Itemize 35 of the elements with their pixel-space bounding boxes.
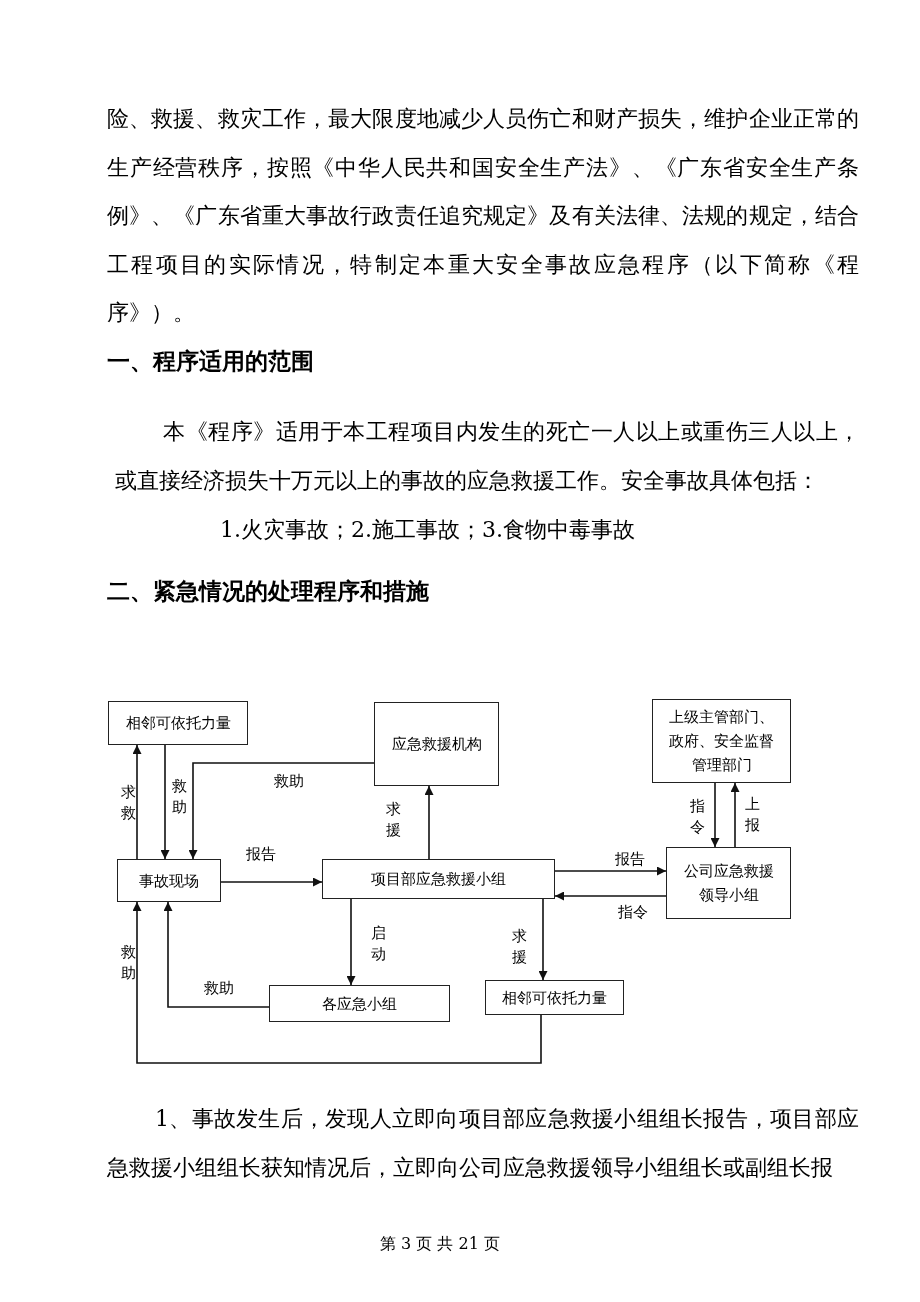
arrow bbox=[730, 782, 740, 848]
body-paragraph: 本《程序》适用于本工程项目内发生的死亡一人以上或重伤三人以上，或直接经济损失十万元以上的事故的应急救援工作。安全事故具体包括： bbox=[115, 418, 860, 495]
arrow bbox=[188, 762, 375, 860]
edge-label: 救助 bbox=[204, 978, 234, 999]
process-box: 事故现场 bbox=[117, 859, 221, 902]
body-paragraph: 险、救援、救灾工作，最大限度地减少人员伤亡和财产损失，维护企业正常的生产经营秩序，按照《中华人民共和国安全生产法》、《广东省安全生产条例》、《广东省重大事故行政责任追究规定》及有关法律、法规的规定，结合工程项目的实际情况，特制定本重大安全事故应急程序（以下简称《程序》）。 bbox=[107, 105, 859, 327]
edge-label: 指令 bbox=[689, 796, 705, 838]
arrow bbox=[132, 901, 542, 1064]
list-item: 1.火灾事故；2.施工事故；3.食物中毒事故 bbox=[220, 516, 635, 544]
arrow bbox=[554, 866, 667, 876]
arrow bbox=[163, 901, 270, 1008]
process-box: 应急救援机构 bbox=[374, 702, 499, 786]
edge-label: 报告 bbox=[615, 849, 645, 870]
arrow bbox=[346, 898, 356, 986]
edge-label: 报告 bbox=[246, 844, 276, 865]
body-paragraph: 1、事故发生后，发现人立即向项目部应急救援小组组长报告，项目部应急救援小组组长获知情况后，立即向公司应急救援领导小组组长或副组长报 bbox=[107, 1105, 859, 1182]
section-heading: 二、紧急情况的处理程序和措施 bbox=[107, 577, 429, 606]
edge-label: 指令 bbox=[618, 902, 648, 923]
process-box: 公司应急救援领导小组 bbox=[666, 847, 791, 919]
process-box: 项目部应急救援小组 bbox=[322, 859, 555, 899]
arrow bbox=[424, 785, 434, 860]
arrow bbox=[220, 877, 323, 887]
arrow bbox=[554, 891, 667, 901]
arrow bbox=[132, 744, 142, 860]
process-box: 相邻可依托力量 bbox=[108, 701, 248, 745]
arrow bbox=[710, 782, 720, 848]
edge-label: 求救 bbox=[120, 782, 136, 824]
section-heading: 一、程序适用的范围 bbox=[107, 347, 314, 376]
arrow bbox=[538, 898, 548, 981]
process-box: 各应急小组 bbox=[269, 985, 450, 1022]
process-box: 相邻可依托力量 bbox=[485, 980, 624, 1015]
page-footer: 第 3 页 共 21 页 bbox=[380, 1220, 500, 1269]
process-box: 上级主管部门、政府、安全监督管理部门 bbox=[652, 699, 791, 783]
arrow bbox=[160, 744, 170, 860]
edge-label: 救助 bbox=[274, 771, 304, 792]
